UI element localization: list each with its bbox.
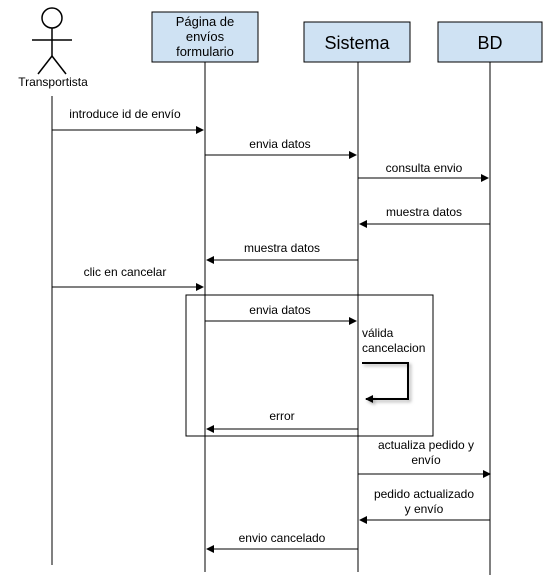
participant-pagina: Página de envíos formulario [151, 11, 259, 63]
actor-transportista: Transportista [18, 7, 88, 89]
message-label: envio cancelado [239, 531, 326, 545]
message-label: introduce id de envío [69, 107, 181, 121]
participant-box [151, 11, 259, 63]
participant-box [303, 21, 411, 63]
message-label-line-2: y envío [405, 502, 444, 516]
actor-head [41, 7, 63, 29]
message-actualiza-pedido: actualiza pedido y envío [358, 438, 491, 478]
message-label: envia datos [249, 303, 310, 317]
message-envia-datos-2: envia datos [205, 303, 357, 325]
participant-line-1: Sistema [324, 33, 390, 53]
message-label-line-1: pedido actualizado [374, 487, 474, 501]
actor-right-leg [51, 55, 67, 75]
actor-label: Transportista [18, 75, 88, 89]
message-label-line-2: envío [411, 453, 441, 467]
message-label: consulta envio [386, 161, 463, 175]
message-introduce-id: introduce id de envío [52, 107, 204, 134]
participant-line-1: BD [477, 33, 502, 53]
message-label-line-2: cancelacion [362, 341, 425, 355]
message-label: envia datos [249, 137, 310, 151]
actor-left-leg [37, 55, 53, 75]
message-label: error [269, 409, 294, 423]
message-pedido-actualizado: pedido actualizado y envío [359, 487, 490, 524]
message-envia-datos-1: envia datos [205, 137, 357, 159]
participant-line-3: formulario [176, 44, 234, 59]
participant-line-2: envíos [186, 29, 225, 44]
message-label-line-1: válida [362, 326, 394, 340]
message-muestra-datos-bd: muestra datos [359, 205, 490, 228]
message-muestra-datos-sistema: muestra datos [206, 241, 358, 264]
participant-line-1: Página de [176, 14, 235, 29]
self-message-arrow [362, 362, 409, 403]
participant-box [437, 21, 543, 63]
message-clic-cancelar: clic en cancelar [52, 265, 204, 291]
message-label-line-1: actualiza pedido y [378, 438, 474, 452]
message-label: clic en cancelar [84, 265, 167, 279]
participant-bd: BD [437, 21, 543, 63]
message-valida-cancelacion: válida cancelacion [362, 326, 425, 403]
message-error: error [206, 409, 358, 433]
message-consulta-envio: consulta envio [358, 161, 489, 182]
message-label: muestra datos [244, 241, 320, 255]
fragment-frame [185, 294, 434, 437]
participant-sistema: Sistema [303, 21, 411, 63]
message-label: muestra datos [386, 205, 462, 219]
message-envio-cancelado: envio cancelado [206, 531, 358, 553]
